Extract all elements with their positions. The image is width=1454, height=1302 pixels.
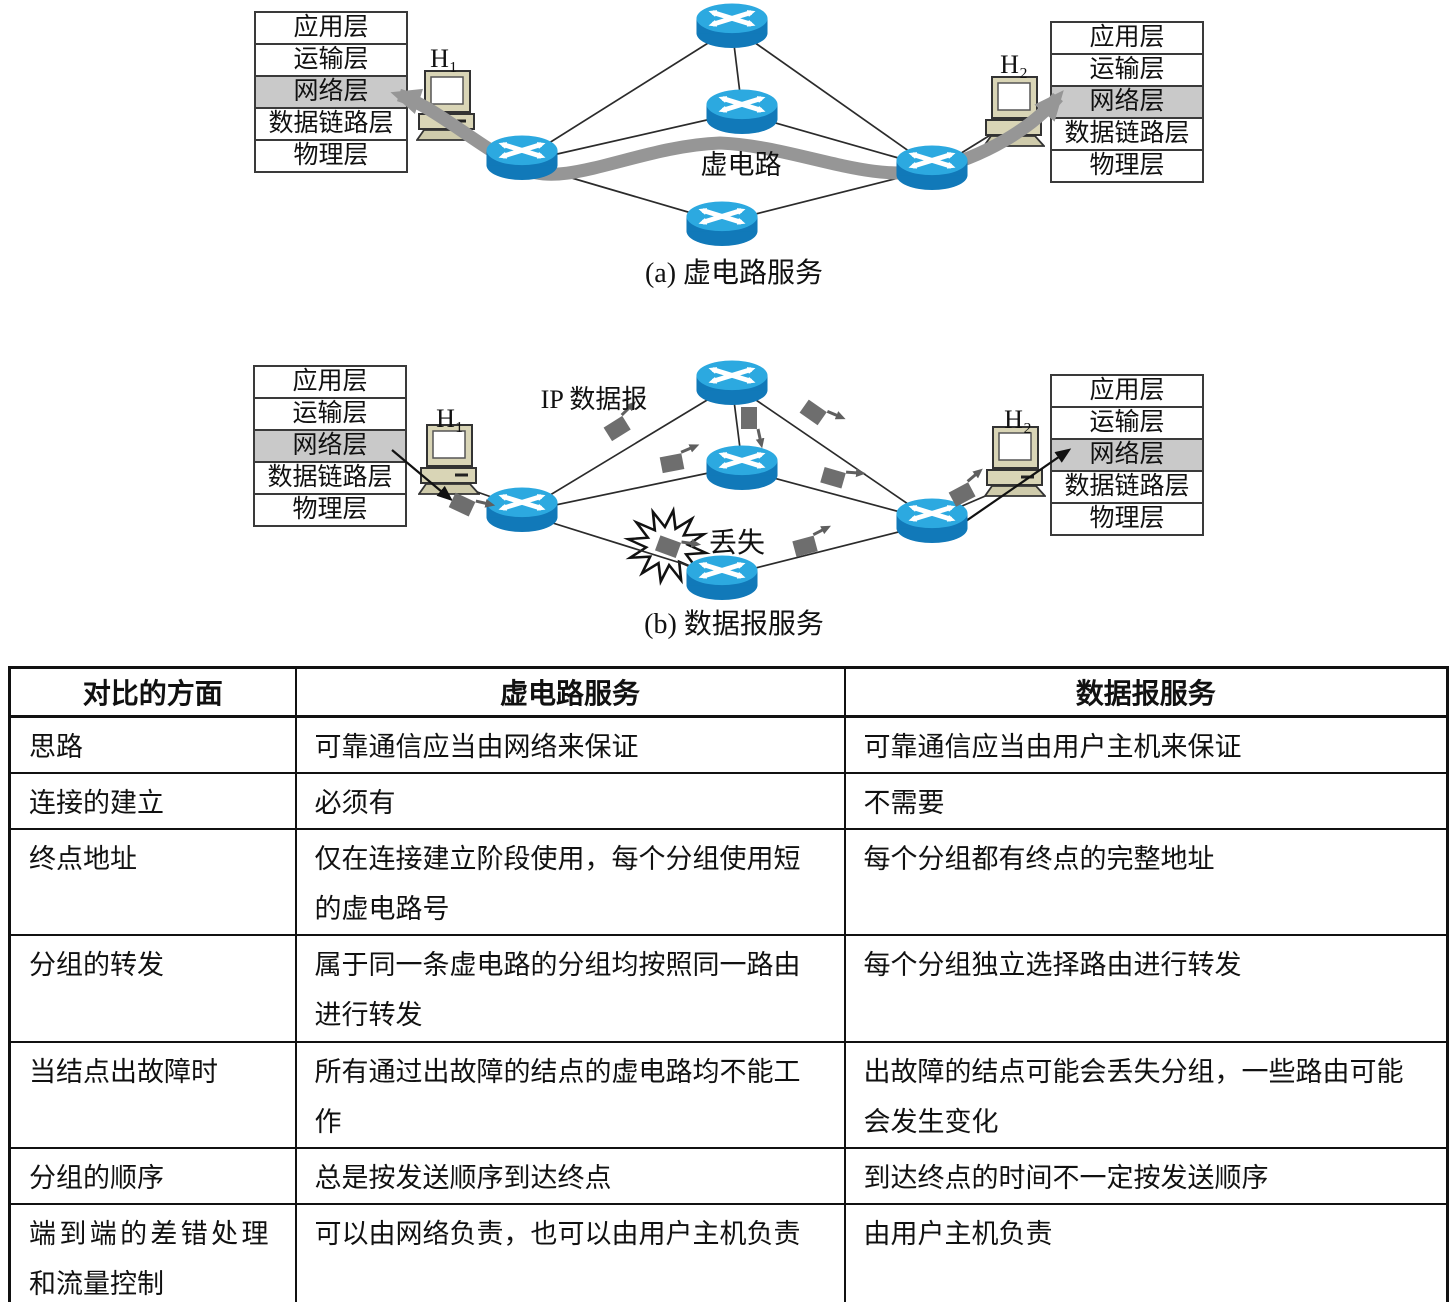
cell-vc: 总是按发送顺序到达终点	[294, 1147, 846, 1205]
layer-row: 运输层	[1052, 406, 1202, 438]
protocol-stack-a-right: 应用层 运输层 网络层 数据链路层 物理层	[1050, 21, 1204, 183]
figure-caption-a: (a) 虚电路服务	[645, 257, 823, 289]
receive-arrow	[949, 448, 1072, 533]
layer-row: 数据链路层	[256, 107, 406, 139]
virtual-circuit-label: 虚电路	[701, 150, 782, 180]
cell-vc: 可以由网络负责，也可以由用户主机负责	[294, 1203, 846, 1302]
layer-row: 物理层	[1052, 502, 1202, 534]
table-row: 分组的转发 属于同一条虚电路的分组均按照同一路由进行转发 每个分组独立选择路由进…	[8, 934, 1449, 1043]
table-header-row: 对比的方面 虚电路服务 数据报服务	[8, 666, 1449, 718]
cell-aspect: 端到端的差错处理和流量控制	[8, 1203, 297, 1302]
router-icon	[696, 4, 767, 48]
cell-dg: 每个分组独立选择路由进行转发	[843, 934, 1449, 1043]
layer-row-highlighted: 网络层	[1052, 438, 1202, 470]
table-header-virtual-circuit: 虚电路服务	[294, 666, 846, 718]
computer-icon-h1-b	[418, 424, 480, 496]
packet-icon	[659, 447, 698, 474]
host-h1-label-b: H₁	[436, 404, 464, 433]
table-row: 终点地址 仅在连接建立阶段使用，每个分组使用短的虚电路号 每个分组都有终点的完整…	[8, 828, 1449, 936]
router-icon	[686, 556, 757, 600]
table-header-aspect: 对比的方面	[8, 666, 297, 718]
router-icon	[896, 146, 967, 190]
cell-aspect: 终点地址	[8, 828, 297, 936]
protocol-stack-b-right: 应用层 运输层 网络层 数据链路层 物理层	[1050, 374, 1204, 536]
layer-row-highlighted: 网络层	[256, 75, 406, 107]
cell-aspect: 连接的建立	[8, 772, 297, 830]
cell-dg: 由用户主机负责	[843, 1203, 1449, 1302]
cell-aspect: 思路	[8, 715, 297, 774]
cell-aspect: 分组的顺序	[8, 1147, 297, 1205]
router-icon	[486, 136, 557, 180]
table-row: 思路 可靠通信应当由网络来保证 可靠通信应当由用户主机来保证	[8, 715, 1449, 774]
cell-vc: 可靠通信应当由网络来保证	[294, 715, 846, 774]
table-row: 连接的建立 必须有 不需要	[8, 772, 1449, 830]
packet-icon	[800, 396, 841, 433]
layer-row: 应用层	[256, 13, 406, 43]
table-header-datagram: 数据报服务	[843, 666, 1449, 718]
host-h1-label-a: H₁	[430, 44, 458, 73]
host-h2-label-a: H₂	[1000, 50, 1028, 79]
cell-vc: 属于同一条虚电路的分组均按照同一路由进行转发	[294, 934, 846, 1043]
cell-dg: 出故障的结点可能会丢失分组，一些路由可能会发生变化	[843, 1041, 1449, 1149]
protocol-stack-b-left: 应用层 运输层 网络层 数据链路层 物理层	[253, 365, 407, 527]
protocol-stack-a-left: 应用层 运输层 网络层 数据链路层 物理层	[254, 11, 408, 173]
layer-row: 应用层	[1052, 376, 1202, 406]
layer-row: 运输层	[255, 397, 405, 429]
diagram-a: H₁ H₂ 虚电路 (a) 虚电路服务	[390, 4, 1064, 289]
diagram-b: H₁ H₂ IP 数据报 丢失 (b) 数据报服务	[391, 361, 1072, 640]
cell-dg: 每个分组都有终点的完整地址	[843, 828, 1449, 936]
layer-row: 运输层	[1052, 53, 1202, 85]
cell-vc: 所有通过出故障的结点的虚电路均不能工作	[294, 1041, 846, 1149]
router-icon	[706, 90, 777, 134]
router-icon	[486, 488, 557, 532]
layer-row: 数据链路层	[1052, 117, 1202, 149]
cell-vc: 必须有	[294, 772, 846, 830]
table-row: 当结点出故障时 所有通过出故障的结点的虚电路均不能工作 出故障的结点可能会丢失分…	[8, 1041, 1449, 1149]
layer-row: 物理层	[256, 139, 406, 171]
layer-row: 应用层	[1052, 23, 1202, 53]
computer-icon-h2-b	[984, 426, 1046, 498]
cell-dg: 到达终点的时间不一定按发送顺序	[843, 1147, 1449, 1205]
router-icon	[706, 446, 777, 490]
packet-icon	[741, 407, 761, 443]
layer-row: 数据链路层	[255, 461, 405, 493]
loss-label: 丢失	[709, 527, 765, 559]
comparison-table: 对比的方面 虚电路服务 数据报服务 思路 可靠通信应当由网络来保证 可靠通信应当…	[8, 666, 1449, 1302]
layer-row: 数据链路层	[1052, 470, 1202, 502]
router-icon	[696, 361, 767, 405]
ip-datagram-label: IP 数据报	[541, 385, 648, 414]
cell-vc: 仅在连接建立阶段使用，每个分组使用短的虚电路号	[294, 828, 846, 936]
layer-row: 物理层	[255, 493, 405, 525]
layer-row: 应用层	[255, 367, 405, 397]
send-arrow	[391, 449, 453, 502]
host-h2-label-b: H₂	[1004, 405, 1032, 434]
cell-dg: 可靠通信应当由用户主机来保证	[843, 715, 1449, 774]
router-icon	[686, 202, 757, 246]
packet-icon	[791, 528, 831, 557]
cell-dg: 不需要	[843, 772, 1449, 830]
layer-row-highlighted: 网络层	[1052, 85, 1202, 117]
figure-caption-b: (b) 数据报服务	[644, 608, 824, 640]
layer-row-highlighted: 网络层	[255, 429, 405, 461]
cell-aspect: 当结点出故障时	[8, 1041, 297, 1149]
layer-row: 物理层	[1052, 149, 1202, 181]
table-row: 分组的顺序 总是按发送顺序到达终点 到达终点的时间不一定按发送顺序	[8, 1147, 1449, 1205]
table-row: 端到端的差错处理和流量控制 可以由网络负责，也可以由用户主机负责 由用户主机负责	[8, 1203, 1449, 1302]
layer-row: 运输层	[256, 43, 406, 75]
cell-aspect: 分组的转发	[8, 934, 297, 1043]
